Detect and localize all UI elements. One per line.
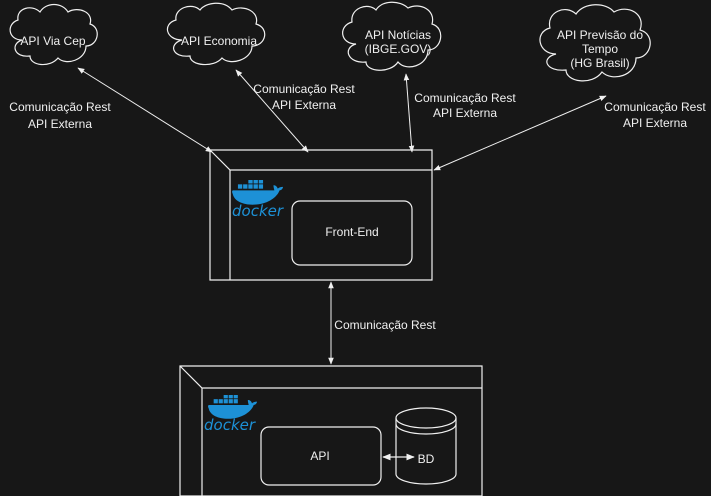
svg-text:docker: docker [232, 202, 284, 220]
cloud-label-line-2: Tempo [582, 42, 618, 56]
connector-previsao [433, 95, 607, 171]
api-label: API [310, 449, 329, 463]
edge-label-previsao: Comunicação Rest API Externa [604, 100, 706, 130]
cloud-label-line-1: API Previsão do [557, 28, 643, 42]
cloud-label-line-2: (IBGE.GOV) [365, 42, 432, 56]
backend-container: docker API BD [179, 365, 483, 496]
cloud-api-economia: API Economia [166, 2, 266, 66]
frontend-container: docker Front-End [209, 149, 433, 281]
edge-label-noticias: Comunicação Rest API Externa [414, 91, 516, 120]
docker-logo-icon: docker [232, 180, 284, 220]
cloud-api-noticias: API Notícias (IBGE.GOV) [342, 1, 442, 71]
cloud-label-line-1: API Notícias [365, 28, 431, 42]
svg-text:docker: docker [204, 416, 256, 434]
svg-text:API Externa: API Externa [28, 117, 92, 131]
svg-text:Comunicação Rest: Comunicação Rest [414, 91, 516, 105]
frontend-label: Front-End [325, 225, 378, 239]
svg-text:API Externa: API Externa [272, 98, 336, 112]
connector-via-cep [77, 67, 213, 153]
cloud-label-line-3: (HG Brasil) [570, 56, 629, 70]
svg-text:Comunicação Rest: Comunicação Rest [604, 100, 706, 114]
edge-label-internal: Comunicação Rest [334, 318, 436, 332]
database-icon [395, 407, 457, 485]
svg-text:Comunicação Rest: Comunicação Rest [9, 100, 111, 114]
cloud-label: API Via Cep [20, 34, 85, 48]
edge-label-economia: Comunicação Rest API Externa [253, 82, 355, 112]
cloud-api-via-cep: API Via Cep [9, 3, 98, 66]
connector-economia [235, 69, 309, 153]
edge-label-bg [332, 315, 438, 333]
edge-label-via-cep: Comunicação Rest API Externa [9, 100, 111, 131]
svg-text:API Externa: API Externa [623, 116, 687, 130]
frontend-box [291, 200, 413, 266]
cloud-label: API Economia [181, 34, 257, 48]
svg-text:API Externa: API Externa [433, 106, 497, 120]
db-label: BD [418, 452, 435, 466]
cloud-api-previsao: API Previsão do Tempo (HG Brasil) [539, 4, 651, 82]
api-box [260, 426, 382, 486]
connector-noticias [403, 73, 415, 153]
docker-logo-icon: docker [204, 395, 257, 434]
svg-text:Comunicação Rest: Comunicação Rest [253, 82, 355, 96]
